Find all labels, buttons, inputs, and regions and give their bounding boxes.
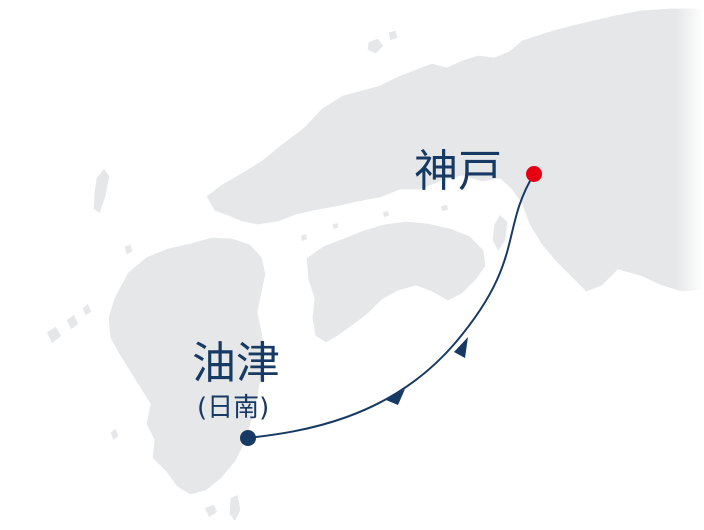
awaji-island — [491, 213, 509, 254]
iki-island — [123, 243, 134, 256]
nichinan-sublabel: (日南) — [197, 393, 270, 423]
ferry-route-line — [247, 173, 535, 439]
kobe-port-marker — [526, 166, 542, 182]
right-edge-fade — [560, 0, 704, 530]
route-arrow-toward-kobe — [454, 337, 468, 358]
aburatsu-port-marker — [240, 430, 256, 446]
kyushu-landmass — [107, 236, 267, 496]
aburatsu-port-label: 油津 — [192, 338, 280, 389]
goto-islands — [45, 302, 93, 345]
route-arrow-toward-aburatsu — [386, 389, 405, 405]
oki-islands — [366, 29, 399, 55]
koshiki-islands — [109, 427, 120, 443]
kobe-port-label: 神戸 — [414, 146, 502, 197]
tanegashima-island — [228, 493, 242, 524]
yakushima-island — [203, 503, 219, 519]
inland-sea-islands — [299, 203, 450, 243]
tsushima-island — [92, 167, 111, 215]
shikoku-landmass — [305, 220, 487, 344]
